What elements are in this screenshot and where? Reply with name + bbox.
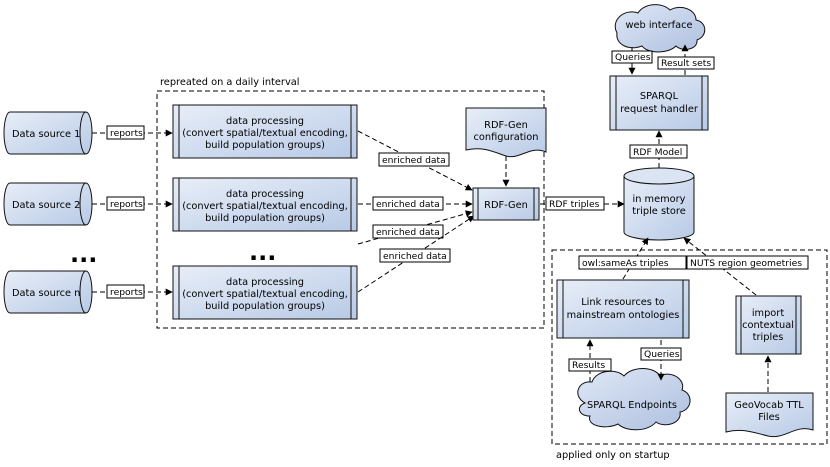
enriched-label-2: enriched data: [376, 199, 440, 210]
web-interface-cloud: web interface: [614, 4, 706, 53]
import-line2: contextual: [742, 320, 794, 331]
data-source-1-label: Data source 1: [12, 129, 80, 140]
web-queries-edge: Queries: [611, 47, 653, 75]
enriched-edge-2: enriched data: [358, 196, 473, 211]
triple-store-cylinder: in memory triple store: [623, 167, 695, 241]
processing-n-line2: (convert spatial/textual encoding,: [182, 289, 348, 300]
data-source-n: Data source n: [3, 270, 93, 314]
store-line1: in memory: [633, 194, 686, 205]
data-source-n-label: Data source n: [12, 288, 80, 299]
processing-n-line3: build population groups): [205, 301, 325, 312]
processing-box-1: data processing (convert spatial/textual…: [172, 104, 358, 159]
rdfgen-box: RDF-Gen: [472, 187, 540, 221]
enriched-label-3: enriched data: [376, 227, 440, 238]
rdfgen-config-document: RDF-Gen configuration: [465, 107, 547, 158]
enriched-edge-n: enriched data: [357, 215, 475, 293]
web-interface-label: web interface: [625, 20, 692, 31]
reports-label-2: reports: [110, 199, 143, 210]
rdf-model-label: RDF Model: [633, 147, 682, 158]
rdf-triples-label: RDF triples: [549, 199, 600, 210]
sparql-handler-box: SPARQL request handler: [609, 75, 709, 131]
endpoint-queries-edge: Queries: [640, 340, 682, 381]
processing-2-line1: data processing: [226, 189, 304, 200]
endpoint-queries-label: Queries: [644, 349, 680, 360]
sparql-endpoints-label: SPARQL Endpoints: [587, 400, 677, 411]
processing-2-line2: (convert spatial/textual encoding,: [182, 201, 348, 212]
reports-edge-2: reports: [92, 196, 173, 211]
startup-region-frame: [551, 249, 828, 445]
reports-label-n: reports: [110, 287, 143, 298]
processing-1-line2: (convert spatial/textual encoding,: [182, 128, 348, 139]
daily-region-label: repreated on a daily interval: [160, 77, 299, 88]
geovocab-line2: Files: [758, 412, 780, 423]
processing-box-n: data processing (convert spatial/textual…: [172, 265, 358, 320]
processing-n-line1: data processing: [226, 277, 304, 288]
link-line2: mainstream ontologies: [567, 310, 680, 321]
web-queries-label: Queries: [615, 52, 651, 63]
startup-region-label: applied only on startup: [556, 450, 670, 461]
enriched-edge-1: enriched data: [357, 130, 473, 191]
processing-ellipsis: ...: [249, 238, 276, 266]
rdf-triples-edge: RDF triples: [540, 196, 625, 211]
reports-label-1: reports: [110, 128, 143, 139]
daily-region-frame: [156, 90, 545, 329]
owl-sameas-edge: owl:sameAs triples: [578, 237, 687, 280]
processing-2-line3: build population groups): [205, 213, 325, 224]
processing-box-2: data processing (convert spatial/textual…: [172, 177, 358, 232]
geovocab-line1: GeoVocab TTL: [734, 400, 804, 411]
data-source-2-label: Data source 2: [12, 200, 80, 211]
sources-ellipsis: ...: [70, 240, 97, 268]
owl-sameas-label: owl:sameAs triples: [582, 258, 669, 269]
results-label: Results: [572, 360, 605, 371]
nuts-edge: NUTS region geometries: [683, 237, 809, 296]
processing-1-line1: data processing: [226, 116, 304, 127]
link-resources-box: Link resources to mainstream ontologies: [556, 279, 690, 339]
sparql-handler-line2: request handler: [620, 104, 699, 115]
import-line1: import: [752, 308, 785, 319]
store-line2: triple store: [632, 206, 685, 217]
processing-1-line3: build population groups): [205, 140, 325, 151]
sparql-endpoints-cloud: SPARQL Endpoints: [577, 368, 691, 431]
enriched-label-1: enriched data: [382, 155, 446, 166]
data-source-1: Data source 1: [3, 111, 93, 155]
reports-edge-n: reports: [92, 284, 173, 299]
data-source-2: Data source 2: [3, 182, 93, 226]
sparql-handler-line1: SPARQL: [640, 91, 679, 102]
result-sets-edge: Result sets: [657, 44, 715, 75]
enriched-label-n: enriched data: [383, 251, 447, 262]
result-sets-label: Result sets: [661, 58, 711, 69]
reports-edge-1: reports: [92, 125, 173, 140]
enriched-edge-3: enriched data: [357, 210, 473, 245]
rdf-model-edge: RDF Model: [629, 130, 688, 168]
link-line1: Link resources to: [581, 297, 665, 308]
rdfgen-config-line1: RDF-Gen: [484, 120, 528, 131]
rdfgen-label: RDF-Gen: [484, 200, 528, 211]
nuts-label: NUTS region geometries: [690, 258, 802, 269]
geovocab-document: GeoVocab TTL Files: [725, 392, 814, 438]
import-line3: triples: [753, 332, 784, 343]
import-box: import contextual triples: [735, 295, 802, 355]
results-edge: Results: [568, 339, 612, 382]
rdfgen-config-line2: configuration: [474, 132, 539, 143]
